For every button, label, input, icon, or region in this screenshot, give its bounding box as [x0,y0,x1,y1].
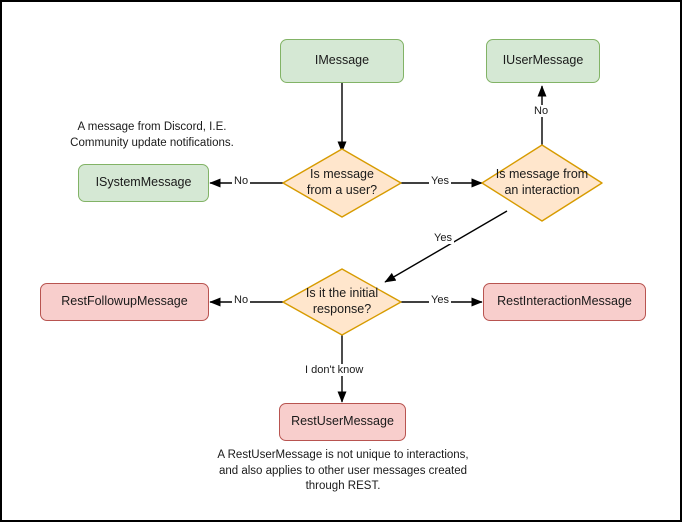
node-restfollowupmessage-label: RestFollowupMessage [61,294,188,309]
decision-user-shape [282,148,402,218]
node-restusermessage[interactable]: RestUserMessage [279,403,406,441]
decision-is-message-from-an-interaction[interactable]: Is message from an interaction [481,144,603,222]
node-imessage[interactable]: IMessage [280,39,404,83]
node-restinteractionmessage[interactable]: RestInteractionMessage [483,283,646,321]
note-rest-user-message: A RestUserMessage is not unique to inter… [217,449,469,493]
edge-label-initial-no: No [232,294,251,307]
edge-label-interaction-yes: Yes [432,232,454,245]
node-restfollowupmessage[interactable]: RestFollowupMessage [40,283,209,321]
decision-is-message-from-a-user[interactable]: Is message from a user? [282,148,402,218]
decision-user-label: Is message from a user? [306,167,378,197]
edge-label-interaction-no: No [532,105,551,118]
node-isystemmessage-label: ISystemMessage [95,175,192,190]
node-isystemmessage[interactable]: ISystemMessage [78,164,209,202]
edge-label-initial-unknown: I don't know [303,364,366,377]
decision-interaction-label: Is message from an interaction [495,167,589,197]
decision-initial-shape [282,268,402,336]
edge-label-user-yes: Yes [429,175,451,188]
decision-initial-label: Is it the initial response? [305,286,379,316]
edge-label-initial-yes: Yes [429,294,451,307]
node-iusermessage-label: IUserMessage [502,53,584,68]
edge-label-user-no: No [232,175,251,188]
node-imessage-label: IMessage [314,53,370,68]
decision-is-it-the-initial-response[interactable]: Is it the initial response? [282,268,402,336]
node-iusermessage[interactable]: IUserMessage [486,39,600,83]
node-restinteractionmessage-label: RestInteractionMessage [497,294,632,309]
node-restusermessage-label: RestUserMessage [291,414,394,429]
decision-interaction-shape [481,144,603,222]
note-system-message: A message from Discord, I.E. Community u… [70,121,234,149]
